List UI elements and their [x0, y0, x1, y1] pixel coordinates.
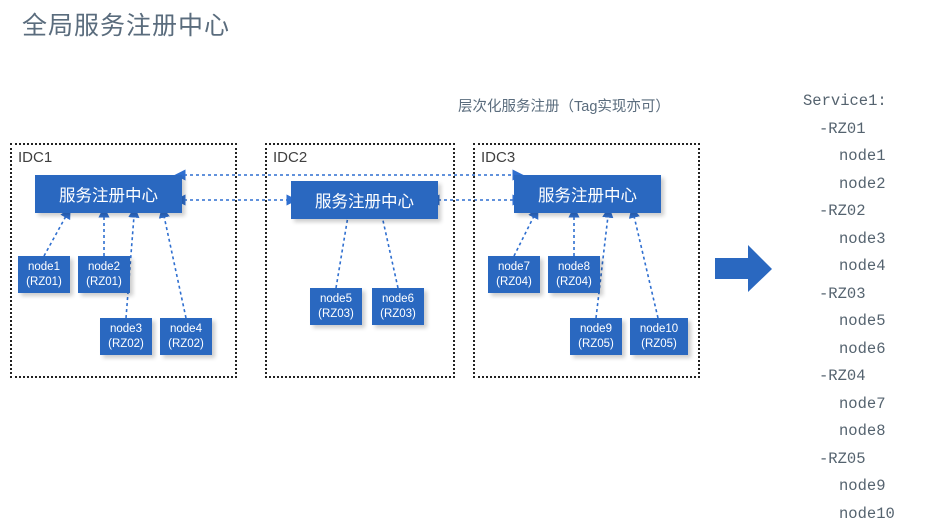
service-list-line: node3	[795, 226, 895, 254]
service-list-line: -RZ05	[795, 446, 895, 474]
idc-container-idc2: IDC2	[265, 143, 455, 378]
node-name: node3	[110, 322, 142, 337]
node-name: node5	[320, 292, 352, 307]
node-name: node9	[580, 322, 612, 337]
node-zone: (RZ01)	[86, 275, 122, 290]
service-list-line: node10	[795, 501, 895, 528]
node-box-node6[interactable]: node6 (RZ03)	[372, 288, 424, 325]
registry-center-idc1[interactable]: 服务注册中心	[35, 175, 182, 213]
service-list-line: -RZ02	[795, 198, 895, 226]
service-list-line: node6	[795, 336, 895, 364]
node-name: node2	[88, 260, 120, 275]
node-zone: (RZ03)	[380, 307, 416, 322]
idc-label-idc2: IDC2	[273, 149, 307, 166]
service-list-line: -RZ03	[795, 281, 895, 309]
page-title: 全局服务注册中心	[22, 6, 230, 42]
service-list-line: node2	[795, 171, 895, 199]
service-list-line: node5	[795, 308, 895, 336]
node-box-node3[interactable]: node3 (RZ02)	[100, 318, 152, 355]
node-name: node7	[498, 260, 530, 275]
node-name: node6	[382, 292, 414, 307]
node-zone: (RZ02)	[168, 337, 204, 352]
node-box-node10[interactable]: node10 (RZ05)	[630, 318, 688, 355]
node-box-node2[interactable]: node2 (RZ01)	[78, 256, 130, 293]
node-zone: (RZ04)	[496, 275, 532, 290]
idc-label-idc3: IDC3	[481, 149, 515, 166]
node-name: node4	[170, 322, 202, 337]
service-list-line: -RZ01	[795, 116, 895, 144]
service-list-line: Service1:	[795, 88, 895, 116]
node-zone: (RZ04)	[556, 275, 592, 290]
node-name: node8	[558, 260, 590, 275]
node-box-node4[interactable]: node4 (RZ02)	[160, 318, 212, 355]
node-zone: (RZ01)	[26, 275, 62, 290]
node-zone: (RZ03)	[318, 307, 354, 322]
node-box-node7[interactable]: node7 (RZ04)	[488, 256, 540, 293]
node-box-node9[interactable]: node9 (RZ05)	[570, 318, 622, 355]
service-list-line: node7	[795, 391, 895, 419]
service-list-line: node9	[795, 473, 895, 501]
node-zone: (RZ05)	[578, 337, 614, 352]
node-name: node1	[28, 260, 60, 275]
node-zone: (RZ05)	[641, 337, 677, 352]
registry-center-idc3[interactable]: 服务注册中心	[514, 175, 661, 213]
service-list-line: node4	[795, 253, 895, 281]
idc-label-idc1: IDC1	[18, 149, 52, 166]
service-list-line: node1	[795, 143, 895, 171]
registry-center-idc2[interactable]: 服务注册中心	[291, 181, 438, 219]
registry-label: 服务注册中心	[538, 182, 637, 206]
node-box-node5[interactable]: node5 (RZ03)	[310, 288, 362, 325]
hierarchy-caption: 层次化服务注册（Tag实现亦可）	[458, 95, 670, 116]
node-box-node8[interactable]: node8 (RZ04)	[548, 256, 600, 293]
registry-label: 服务注册中心	[315, 188, 414, 212]
node-box-node1[interactable]: node1 (RZ01)	[18, 256, 70, 293]
registry-label: 服务注册中心	[59, 182, 158, 206]
service-list-line: -RZ04	[795, 363, 895, 391]
node-zone: (RZ02)	[108, 337, 144, 352]
node-name: node10	[640, 322, 678, 337]
service-list-line: node8	[795, 418, 895, 446]
